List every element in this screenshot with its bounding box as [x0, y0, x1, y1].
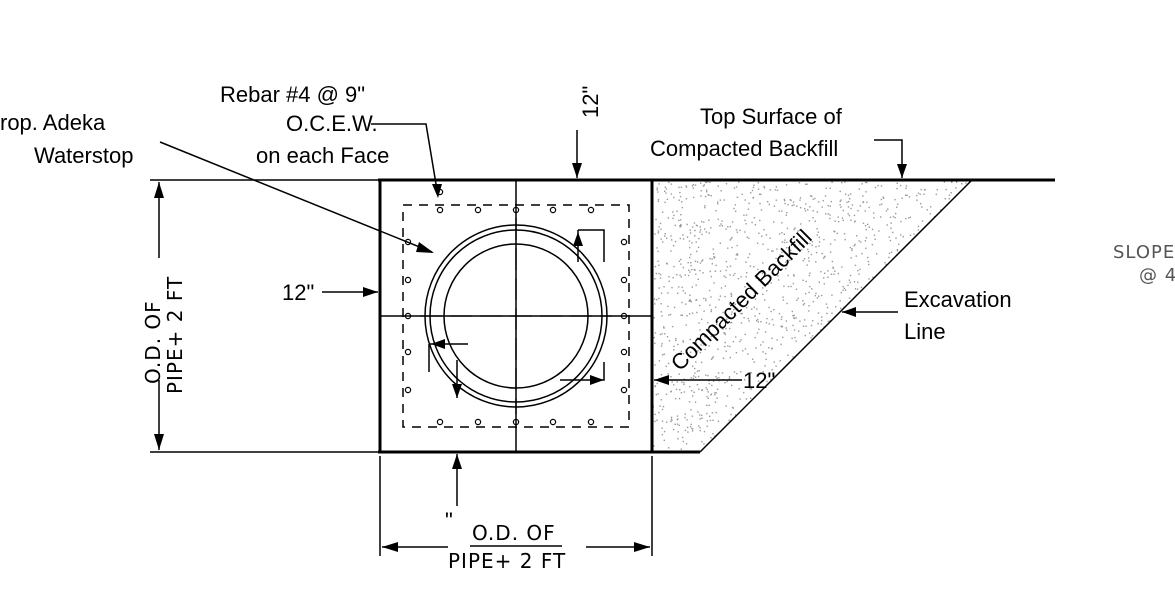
od-horiz-line1: O.D. OF — [472, 521, 556, 545]
excavation-line — [699, 179, 973, 453]
rebar-dot — [620, 386, 628, 394]
rebar-dot — [620, 276, 628, 284]
rebar-dot — [620, 238, 628, 246]
excavation-label-line1: Excavation — [904, 287, 1012, 312]
slope-label-line1: SLOPE — [1113, 242, 1175, 263]
top-surface-leader — [874, 139, 907, 178]
rebar-dots — [404, 188, 628, 426]
pipe-clearance-dimensions — [428, 229, 605, 398]
slope-label-line2: @ 4 — [1139, 265, 1175, 286]
rebar-leader — [371, 123, 442, 198]
top-surface-label-line1: Top Surface of — [700, 104, 843, 129]
pipe-inner-wall — [443, 243, 589, 389]
od-vert-line2: PIPE+ 2 FT — [163, 276, 187, 394]
rebar-dot — [436, 418, 444, 426]
dimension-bottom-arrow — [452, 454, 462, 506]
od-horiz-line2: PIPE+ 2 FT — [448, 549, 566, 573]
rebar-dot — [474, 206, 482, 214]
rebar-dot — [549, 206, 557, 214]
excavation-leader — [842, 307, 898, 317]
waterstop-label-line1: rop. Adeka — [0, 110, 106, 135]
rebar-label-line3: on each Face — [256, 143, 389, 168]
dim-left-12-text: 12" — [282, 280, 314, 305]
rebar-dot — [587, 206, 595, 214]
compacted-backfill-region — [652, 180, 972, 452]
dimension-left-12in — [322, 287, 378, 297]
rebar-dot — [587, 418, 595, 426]
excavation-label-line2: Line — [904, 319, 946, 344]
rebar-dot — [404, 386, 412, 394]
dim-bottom-quote-text: " — [445, 508, 453, 533]
dimension-horizontal-overall — [379, 456, 653, 556]
rebar-dot — [549, 418, 557, 426]
waterstop-leader — [159, 141, 434, 253]
dimension-vertical-overall — [150, 179, 378, 453]
top-surface-label-line2: Compacted Backfill — [650, 136, 838, 161]
dimension-top-12in — [572, 130, 582, 178]
dim-top-12-text: 12" — [578, 86, 603, 118]
dim-right-12-text: 12" — [743, 368, 775, 393]
waterstop-label-line2: Waterstop — [34, 143, 133, 168]
rebar-dot — [620, 348, 628, 356]
rebar-dot — [436, 206, 444, 214]
rebar-dot — [474, 418, 482, 426]
od-vert-line1: O.D. OF — [141, 300, 165, 384]
rebar-label-line2: O.C.E.W. — [286, 111, 378, 136]
rebar-dot — [404, 276, 412, 284]
pipe-outer-wall — [424, 224, 608, 408]
rebar-dot — [404, 348, 412, 356]
dimension-right-12in — [654, 375, 742, 385]
rebar-label-line1: Rebar #4 @ 9" — [220, 82, 365, 107]
pipe-waterstop-ring — [429, 229, 603, 403]
